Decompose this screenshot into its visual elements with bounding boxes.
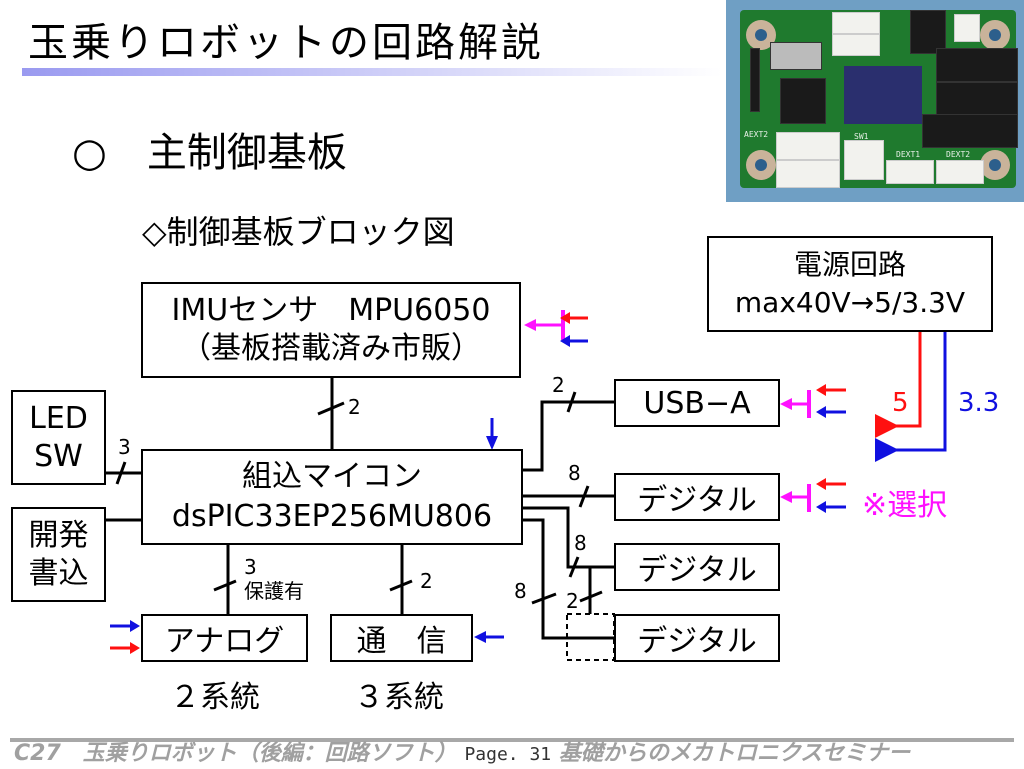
mpu6050-module xyxy=(844,66,922,124)
led-sw-block: LED SW xyxy=(11,390,106,485)
footer-course: C27 玉乗りロボット（後編：回路ソフト） xyxy=(14,741,457,766)
dext2-connector xyxy=(936,160,984,184)
rail-3v3-label: 3.3 xyxy=(958,388,1000,418)
com1a-connector xyxy=(832,12,880,34)
aext-connector xyxy=(776,132,840,160)
diagram-heading: ◇制御基板ブロック図 xyxy=(142,213,455,251)
usb-label: USB−A xyxy=(643,385,751,421)
bus-width-led: 3 xyxy=(118,435,131,459)
silk-aext: AEXT2 xyxy=(744,130,769,139)
sw1-switch xyxy=(844,140,884,180)
bus-width-digital1: 8 xyxy=(568,461,581,485)
comm-channel-count: ３系統 xyxy=(354,680,444,715)
comm-3v3-arrow xyxy=(474,631,504,643)
digital-block-3: デジタル xyxy=(614,614,780,662)
bus-width-comm: 2 xyxy=(420,569,433,593)
select-symbol-usb xyxy=(780,384,846,418)
regulator xyxy=(910,10,946,54)
title-underline xyxy=(22,68,722,76)
digital-block-1: デジタル xyxy=(614,473,780,521)
power-line2: max40V→5/3.3V xyxy=(734,286,966,319)
digital1-label: デジタル xyxy=(637,483,757,518)
imu-line1: IMUセンサ MPU6050 xyxy=(171,293,491,328)
wire-usb-mcu xyxy=(522,400,614,472)
rail-3v3 xyxy=(875,332,947,462)
analog-channel-count: ２系統 xyxy=(170,680,260,715)
dev-label: 開発 xyxy=(28,517,89,553)
ccn2-header xyxy=(936,82,1018,116)
usb-connector xyxy=(770,42,822,70)
wire-digital3-mcu xyxy=(522,518,614,640)
dev-write-block: 開発 書込 xyxy=(11,507,106,602)
mount-hole xyxy=(980,150,1010,180)
mount-hole xyxy=(746,150,776,180)
bus-width-analog: 3 xyxy=(244,555,257,579)
imu-line2: （基板搭載済み市販） xyxy=(181,331,481,366)
footer-divider xyxy=(10,738,1014,742)
pcb: AEXT2 DEXT1 DEXT2 SW1 xyxy=(740,10,1018,188)
rail-5v-label: 5 xyxy=(892,388,909,418)
comm-label: 通 信 xyxy=(356,624,447,659)
ccn1-header xyxy=(922,114,1018,148)
silk-dext2: DEXT2 xyxy=(946,150,971,159)
footer-page-number: Page. 31 xyxy=(464,744,552,765)
analog-block: アナログ xyxy=(141,614,308,662)
digital-block-2: デジタル xyxy=(614,543,780,591)
mcu-block: 組込マイコン dsPIC33EP256MU806 xyxy=(141,449,523,545)
com1b-connector xyxy=(832,34,880,56)
select-symbol-imu xyxy=(524,310,588,347)
footer: C27 玉乗りロボット（後編：回路ソフト） Page. 31 基礎からのメカトロ… xyxy=(14,740,910,769)
mcu-chip xyxy=(780,78,826,124)
wire-digital2-mcu xyxy=(522,506,614,569)
led-label: LED xyxy=(29,400,88,436)
digital2-label: デジタル xyxy=(637,553,757,588)
bus-width-usb: 2 xyxy=(552,373,565,397)
ccn3-header xyxy=(936,48,1018,82)
mcu-3v3-input-arrow xyxy=(486,418,498,450)
bus-ticks xyxy=(115,391,603,605)
analog-protection-note: 保護有 xyxy=(244,579,304,603)
comm-block: 通 信 xyxy=(330,614,473,662)
silk-dext1: DEXT1 xyxy=(896,150,921,159)
rail-5v xyxy=(875,332,922,438)
mount-hole xyxy=(980,20,1010,50)
write-label: 書込 xyxy=(28,555,89,591)
picwr-header xyxy=(750,48,760,112)
footer-seminar: 基礎からのメカトロニクスセミナー xyxy=(558,741,911,766)
imu-sensor-block: IMUセンサ MPU6050 （基板搭載済み市販） xyxy=(141,282,521,378)
select-note: ※選択 xyxy=(862,488,948,523)
digital3-label: デジタル xyxy=(637,624,757,659)
bus-width-digital-shared: 2 xyxy=(566,589,579,613)
mcu-line2: dsPIC33EP256MU806 xyxy=(171,499,493,534)
aext-connector xyxy=(776,160,840,188)
section-heading: ○ 主制御基板 xyxy=(72,130,347,176)
silk-sw1: SW1 xyxy=(854,132,869,141)
select-symbol-digital xyxy=(780,478,846,513)
analog-label: アナログ xyxy=(164,624,285,659)
analog-power-arrows xyxy=(110,620,140,654)
bus-width-digital2: 8 xyxy=(574,531,587,555)
dext1-connector xyxy=(886,160,934,184)
power-line1: 電源回路 xyxy=(793,248,906,281)
board-photo: AEXT2 DEXT1 DEXT2 SW1 xyxy=(726,0,1024,202)
slide-title: 玉乗りロボットの回路解説 xyxy=(28,20,544,66)
usb-a-block: USB−A xyxy=(614,379,780,427)
mcu-line1: 組込マイコン xyxy=(242,459,422,494)
power-connector xyxy=(954,14,980,42)
bus-width-digital3: 8 xyxy=(514,579,527,603)
sw-label: SW xyxy=(34,438,83,474)
optional-connection xyxy=(566,613,615,661)
bus-width-imu: 2 xyxy=(348,395,361,419)
power-circuit-block: 電源回路 max40V→5/3.3V xyxy=(707,236,993,332)
